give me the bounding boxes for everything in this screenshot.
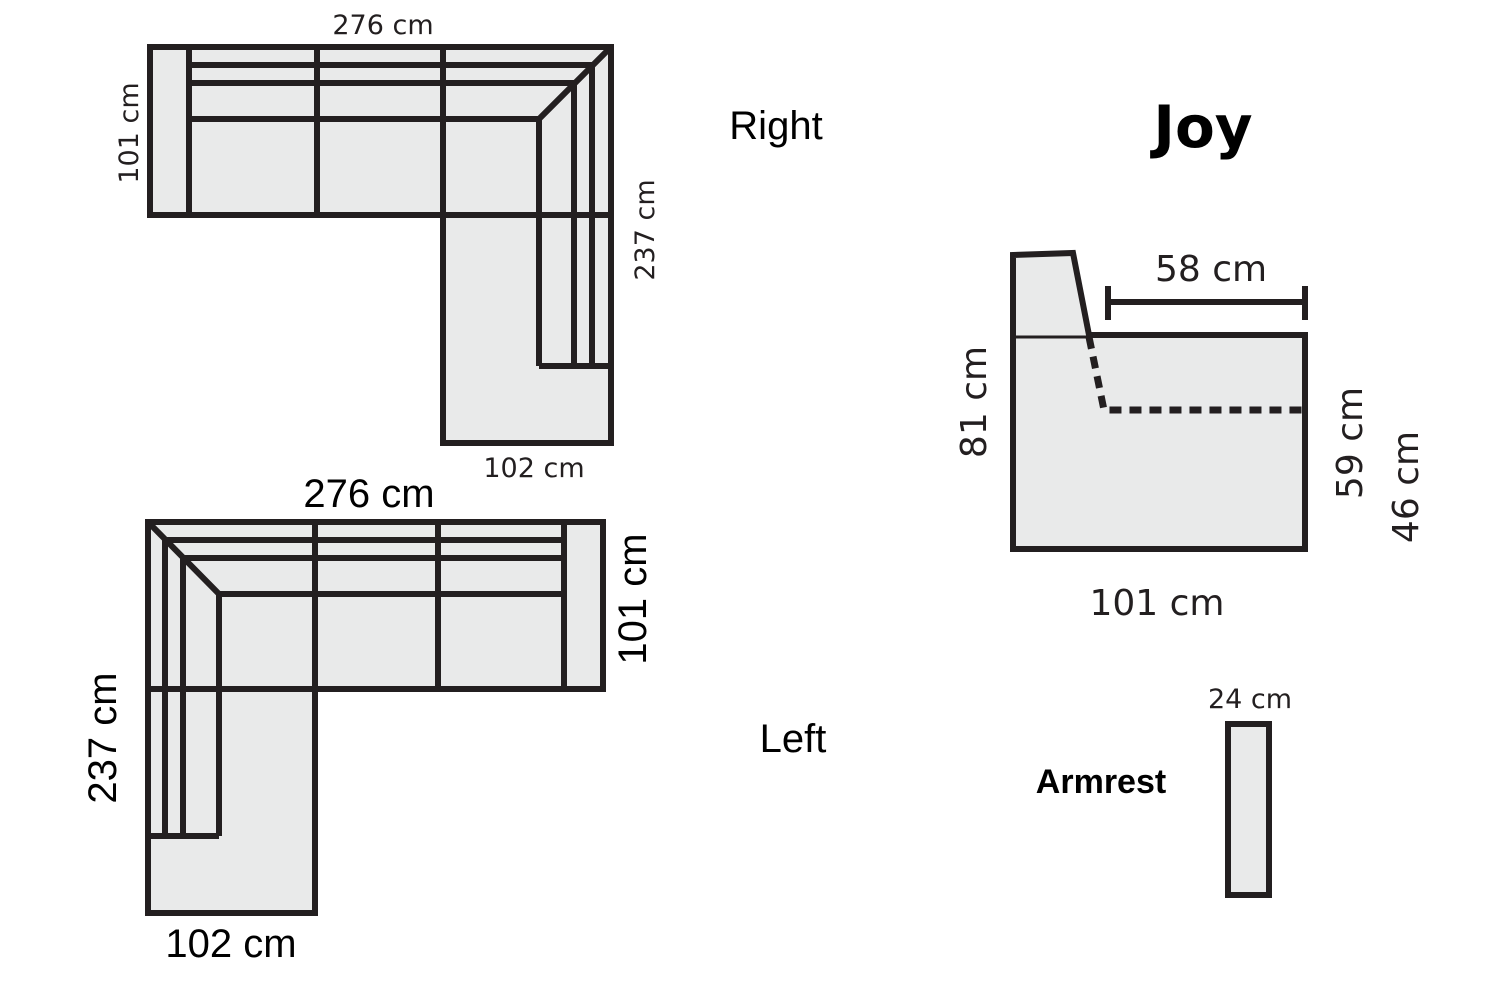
side-view-seat-dashed-line [1085,336,1303,414]
right-sofa-corner-line [536,47,611,122]
seat-height-label: 46 cm [1386,431,1427,543]
seat-depth-label: 58 cm [1155,249,1267,290]
armrest-label: Armrest [1036,763,1166,801]
left-sofa-chaise-label: 102 cm [165,922,296,966]
left-sofa-width-label: 276 cm [303,472,434,516]
left-sofa-plan: 276 cm 101 cm 237 cm 102 cm [81,472,655,966]
armrest-width-label: 24 cm [1208,684,1292,715]
armrest-shape [1225,721,1272,898]
right-sofa-chaise-label: 102 cm [483,453,584,484]
product-title: Joy [1149,93,1252,161]
left-label: Left [760,717,827,761]
right-sofa-depth-label: 101 cm [114,82,145,183]
armrest-view: 24 cm Armrest [1036,684,1292,898]
side-view-outline [1010,249,1308,552]
right-sofa-width-label: 276 cm [332,10,433,41]
right-sofa-plan: 276 cm 101 cm 237 cm 102 cm [114,10,661,484]
right-sofa-length-label: 237 cm [630,179,661,280]
armrest-height-label: 59 cm [1330,387,1371,499]
side-view: 58 cm 81 cm 59 cm 46 cm 101 cm [954,249,1427,624]
right-sofa-outline [147,44,614,446]
left-sofa-corner-line [148,522,222,597]
side-depth-label: 101 cm [1089,583,1224,624]
right-label: Right [729,104,822,148]
left-sofa-depth-label: 101 cm [611,533,655,664]
total-height-label: 81 cm [954,346,995,458]
left-sofa-length-label: 237 cm [81,672,125,803]
